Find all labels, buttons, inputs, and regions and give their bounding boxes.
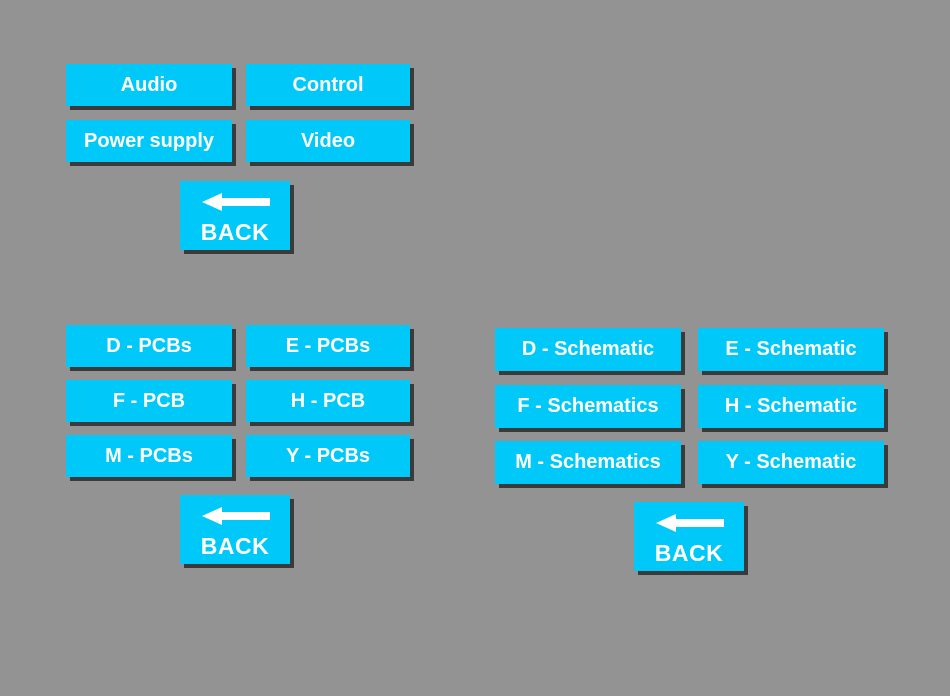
y-pcbs-button[interactable]: Y - PCBs [246,435,410,477]
d-pcbs-button[interactable]: D - PCBs [66,325,232,367]
back-button-pcbs[interactable]: BACK [180,495,290,564]
power-supply-button[interactable]: Power supply [66,120,232,162]
e-pcbs-button[interactable]: E - PCBs [246,325,410,367]
control-button[interactable]: Control [246,64,410,106]
left-arrow-icon [202,507,270,525]
h-pcb-button[interactable]: H - PCB [246,380,410,422]
video-button[interactable]: Video [246,120,410,162]
f-pcb-button[interactable]: F - PCB [66,380,232,422]
m-pcbs-button[interactable]: M - PCBs [66,435,232,477]
back-label: BACK [200,533,270,559]
back-button-categories[interactable]: BACK [180,181,290,250]
d-schematic-button[interactable]: D - Schematic [495,328,681,371]
m-schematics-button[interactable]: M - Schematics [495,441,681,484]
left-arrow-icon [202,193,270,211]
f-schematics-button[interactable]: F - Schematics [495,385,681,428]
audio-button[interactable]: Audio [66,64,232,106]
back-label: BACK [654,540,724,566]
left-arrow-icon [656,514,724,532]
h-schematic-button[interactable]: H - Schematic [698,385,884,428]
e-schematic-button[interactable]: E - Schematic [698,328,884,371]
y-schematic-button[interactable]: Y - Schematic [698,441,884,484]
back-label: BACK [200,219,270,245]
back-button-schematics[interactable]: BACK [634,502,744,571]
